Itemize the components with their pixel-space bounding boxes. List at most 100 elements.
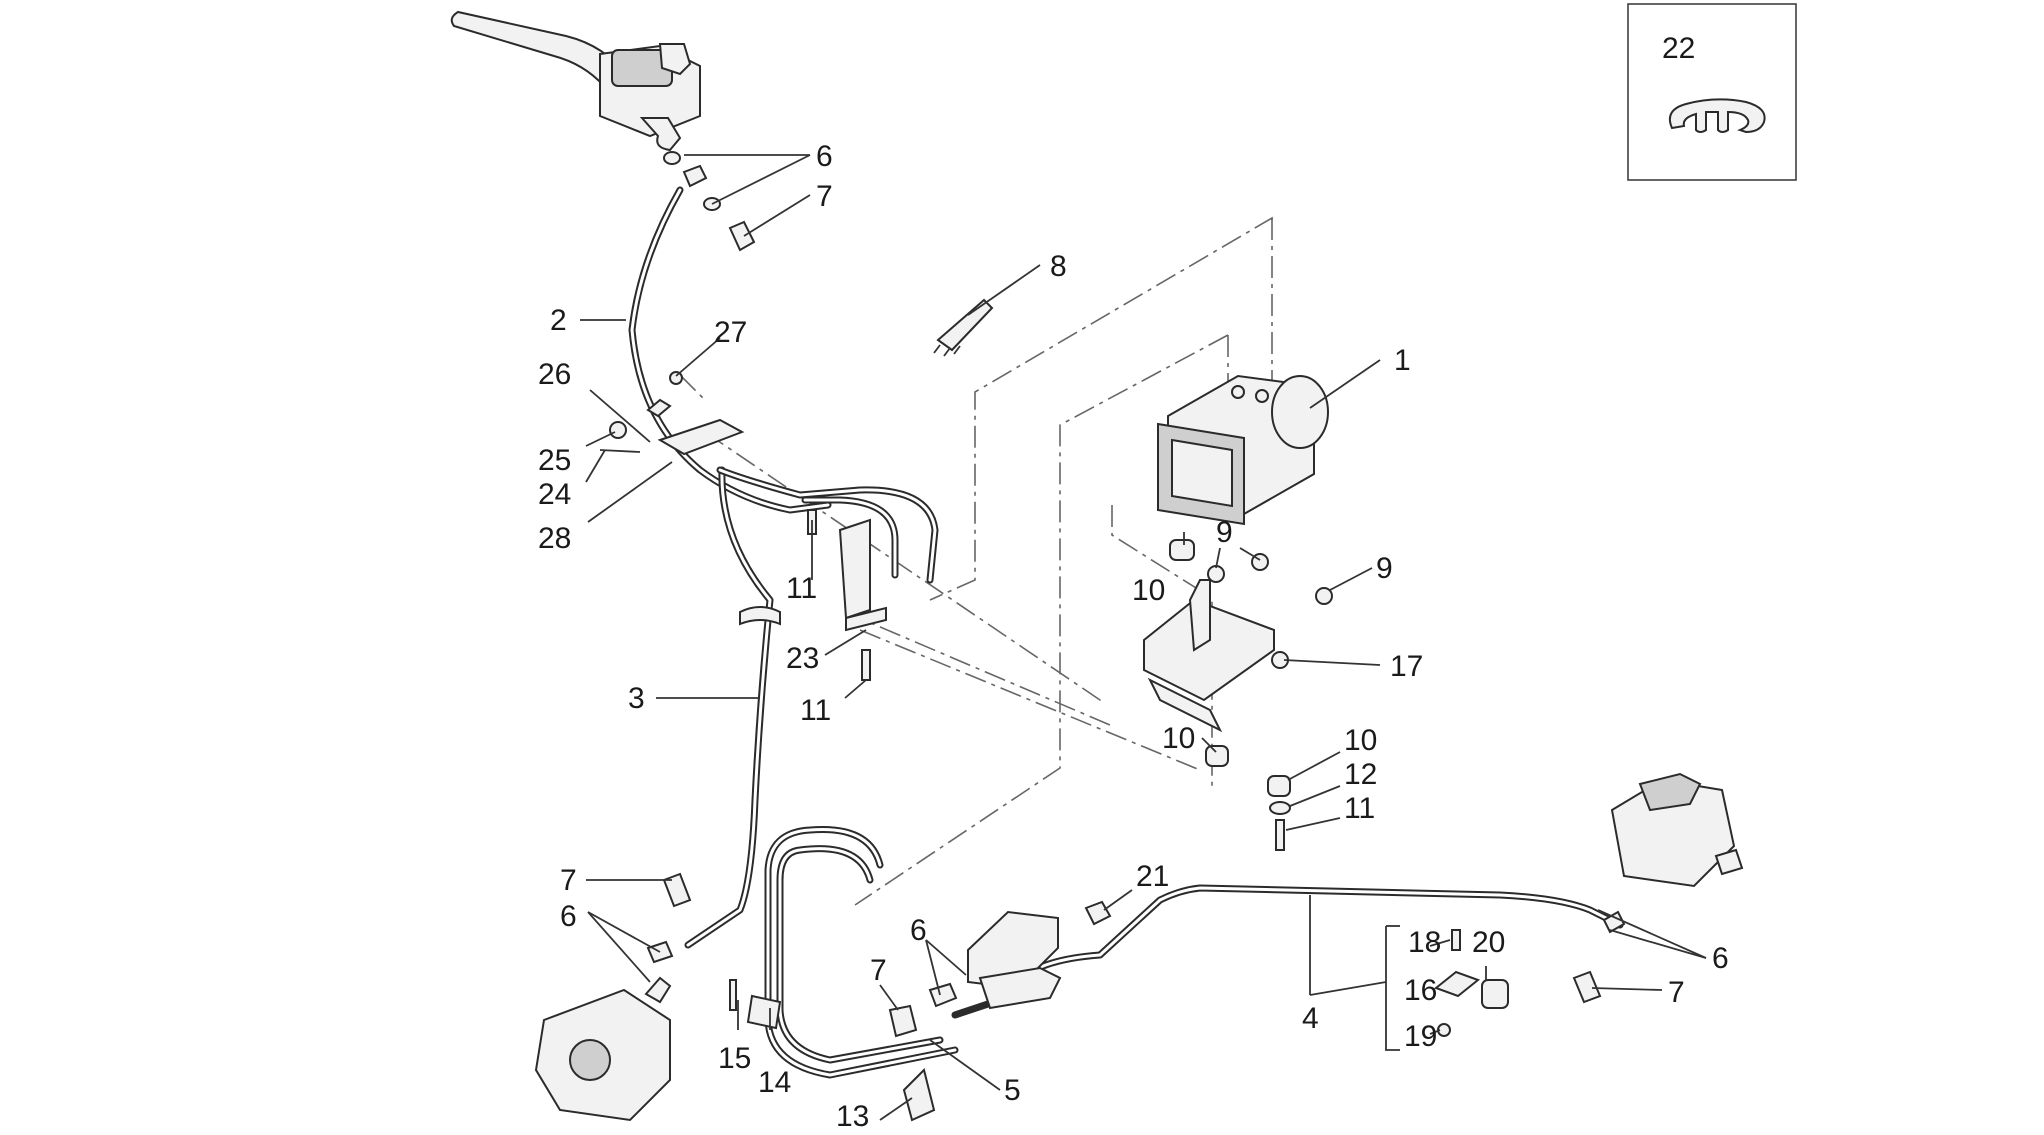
bracket-23	[807, 509, 887, 681]
callout-15: 14	[758, 1066, 791, 1099]
assembly-guide-lines	[679, 216, 1273, 906]
clip-17	[1433, 970, 1481, 998]
callout-9a: 9	[1216, 516, 1233, 549]
bracket-plate	[838, 518, 871, 620]
callout-7c: 7	[870, 954, 887, 987]
screw-18	[1451, 929, 1461, 951]
callout-16: 15	[718, 1042, 751, 1075]
screw-16	[729, 979, 737, 1011]
clip-8	[933, 298, 994, 357]
fitting-21	[1084, 900, 1112, 926]
hose-clamp	[739, 606, 781, 626]
rear-brake-caliper	[1572, 772, 1744, 1004]
grommet-26	[646, 398, 672, 418]
washer-9a	[1207, 565, 1225, 583]
banjo-fitting	[682, 164, 708, 188]
bracket-upright	[1188, 579, 1211, 652]
callout-20: 20	[1472, 926, 1505, 959]
callout-5: 5	[1004, 1074, 1021, 1107]
callout-9b: 9	[1376, 552, 1393, 585]
hose-junction-block	[599, 371, 745, 456]
inset-label: 22	[1662, 32, 1695, 65]
grommet-10a	[1169, 539, 1195, 561]
brake-hoses	[628, 186, 1624, 1079]
banjo-bolt-7	[728, 220, 756, 252]
callout-26: 26	[538, 358, 571, 391]
abs-connector-face	[1171, 438, 1233, 508]
callout-23: 23	[786, 642, 819, 675]
callout-6b: 6	[560, 900, 577, 933]
callout-27: 27	[714, 316, 747, 349]
bolt-11b	[861, 649, 871, 681]
bracket-lower-tab	[1147, 677, 1223, 733]
front-banjo-fittings	[663, 151, 756, 252]
callout-7d: 7	[1668, 976, 1685, 1009]
callout-8: 8	[1050, 250, 1067, 283]
callout-24: 24	[538, 478, 571, 511]
screw-27	[669, 371, 683, 385]
abs-modulator-unit	[1157, 374, 1329, 526]
callout-11a: 11	[786, 572, 817, 605]
caliper-piston	[569, 1039, 611, 1081]
rear-mc-piston	[978, 966, 1062, 1010]
callout-6a: 6	[816, 140, 833, 173]
pin-24	[599, 449, 641, 453]
callout-7b: 7	[560, 864, 577, 897]
callout-labels: 6 7 8 1 2 27 26 25 24 28 11 23 11 3 9 10…	[538, 140, 1729, 1133]
callout-10c: 10	[1344, 724, 1377, 757]
banjo-bolt-7b	[662, 872, 692, 908]
rear-caliper-top	[1638, 772, 1702, 812]
washer-12	[1269, 801, 1291, 815]
rear-hose-mount-17-20	[1433, 929, 1509, 1037]
abs-motor	[1271, 375, 1329, 449]
callout-12: 12	[1344, 758, 1377, 791]
grommet-10b	[1205, 745, 1229, 767]
callout-25: 25	[538, 444, 571, 477]
washer-25	[609, 421, 627, 439]
front-master-cylinder	[450, 10, 701, 152]
hose-clip-icon	[1668, 98, 1766, 134]
caliper-bleed	[644, 976, 672, 1004]
callout-6d: 6	[1712, 942, 1729, 975]
clip-body	[936, 298, 994, 352]
screw-9b	[1315, 587, 1333, 605]
callout-14: 13	[836, 1100, 869, 1130]
grommet-10c	[1267, 775, 1291, 797]
callout-13: 17	[1390, 650, 1423, 683]
spacer-20	[1481, 979, 1509, 1009]
junction-plate	[657, 418, 745, 456]
bracket-foot	[845, 606, 887, 632]
callout-10a: 10	[1132, 574, 1165, 607]
callout-21: 21	[1136, 860, 1169, 893]
banjo-bolt-7c	[888, 1004, 918, 1038]
banjo-bolt-7d	[1572, 970, 1602, 1004]
inset-clip-22: 22	[1627, 3, 1797, 181]
abs-bracket	[1143, 539, 1333, 851]
callout-6c: 6	[910, 914, 927, 947]
bolt-11c	[1275, 819, 1285, 851]
small-mounts-14-15-16	[729, 979, 936, 1122]
callout-11c: 11	[1344, 792, 1375, 825]
callout-3: 3	[628, 682, 645, 715]
banjo-outlet	[639, 117, 682, 152]
lever-pivot	[658, 43, 692, 76]
callout-4: 4	[1302, 1002, 1319, 1035]
callout-18: 18	[1408, 926, 1441, 959]
callout-11b: 11	[800, 694, 831, 727]
callout-10b: 10	[1162, 722, 1195, 755]
bleed-nipple	[1714, 848, 1744, 876]
callout-28: 28	[538, 522, 571, 555]
callout-17: 16	[1404, 974, 1437, 1007]
washer-6a	[663, 151, 681, 165]
clip-15	[746, 994, 782, 1030]
bracket-14	[902, 1068, 936, 1122]
callout-19: 19	[1404, 1020, 1437, 1053]
callout-1: 1	[1394, 344, 1411, 377]
callout-2: 2	[550, 304, 567, 337]
callout-7a: 7	[816, 180, 833, 213]
inset-frame	[1627, 3, 1797, 181]
banjo-6c	[928, 982, 958, 1008]
rear-master-cylinder	[888, 900, 1112, 1038]
